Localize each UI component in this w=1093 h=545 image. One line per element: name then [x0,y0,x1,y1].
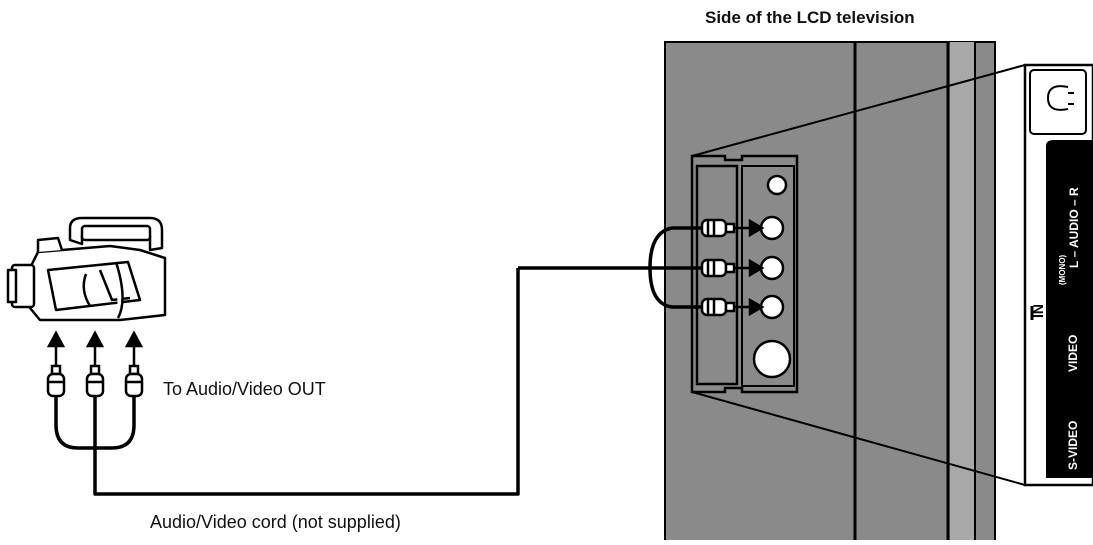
headphone-jack-icon [1046,85,1074,111]
audio-video-out-label: To Audio/Video OUT [163,379,326,399]
tv-side-title: Side of the LCD television [705,8,915,27]
panel-label-column [1046,140,1093,478]
av-cord [54,268,520,496]
rca-plug-icon [85,330,105,398]
camcorder-plugs [46,330,144,398]
svideo-label: S-VIDEO [1066,421,1080,470]
rca-plug-icon [46,330,66,398]
zoom-lines [691,64,1026,486]
headphone-jack [766,174,788,196]
rca-plug-icon [700,258,765,278]
tv-cable-loops [518,226,702,309]
mono-label: (MONO) [1058,254,1067,285]
tv-plugs [700,218,765,317]
enlarged-panel: L – AUDIO – R (MONO) VIDEO S-VIDEO IN [1023,63,1093,487]
video-label: VIDEO [1066,335,1080,372]
s-video-jack [752,339,792,379]
audio-label: L – AUDIO – R [1067,187,1081,268]
cord-label: Audio/Video cord (not supplied) [150,512,401,532]
camcorder-icon [6,216,167,322]
in-label: IN [1030,304,1046,318]
rca-plug-icon [124,330,144,398]
tv-bezel [950,42,975,542]
rca-plug-icon [700,218,765,238]
